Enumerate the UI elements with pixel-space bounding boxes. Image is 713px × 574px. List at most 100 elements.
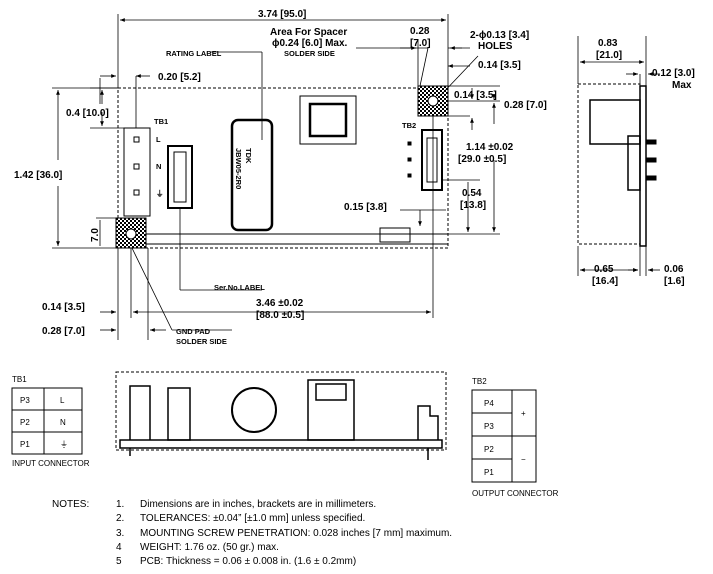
tb1-block [123, 127, 151, 217]
small-component [379, 227, 411, 243]
rating-label-box [230, 118, 274, 232]
tb2-span: 1.14 ±0.02 [466, 142, 514, 153]
side-body-depth: 0.65 [594, 264, 614, 275]
tb2-table-cells: P4 P3 P2 P1 + − OUTPUT CONNECTOR [472, 399, 559, 498]
tb1-table-cells: P3 L P2 N P1 ⏚ INPUT CONNECTOR [12, 396, 90, 468]
tb1-row-1-sig: L [60, 396, 65, 405]
elevation-pcb [119, 439, 443, 449]
hole-pitch: 3.46 ±0.02 [256, 298, 304, 309]
spacer-area-title: Area For Spacer [270, 27, 347, 38]
side-body-depth-mm: [16.4] [592, 276, 618, 287]
side-outline [577, 83, 641, 245]
mounting-hole-top [427, 95, 439, 107]
side-pcb-max: 0.12 [3.0] [652, 68, 695, 79]
note-text: WEIGHT: 1.76 oz. (50 gr.) max. [140, 541, 279, 553]
tb2-bottom-mm: [13.8] [460, 200, 486, 211]
side-depth: 0.83 [598, 38, 618, 49]
component-outline [299, 95, 357, 145]
tb1-row-3-pin: P1 [20, 440, 30, 449]
tb1-row-1-pin: P3 [20, 396, 30, 405]
gnd-pad-tag: GND PAD [176, 327, 211, 336]
solder-side-tag: SOLDER SIDE [176, 337, 227, 346]
tb1-connector-table: TB1 [11, 375, 83, 455]
side-view-labels: 0.83 [21.0] 0.12 [3.0] Max 0.65 [16.4] 0… [592, 38, 695, 287]
tb1-pin-3 [133, 189, 140, 196]
height-dim: 1.42 [36.0] [14, 170, 62, 181]
dimension-lines [52, 14, 500, 340]
tb2-bottom: 0.54 [462, 188, 482, 199]
tb1-row-2-sig: N [60, 418, 66, 427]
tb2-table-title: TB2 [472, 377, 487, 386]
board-outline [117, 87, 449, 249]
tb2-pin-p2: P2 [484, 445, 494, 454]
note-1: NOTES: 1. Dimensions are in inches, brac… [52, 498, 452, 512]
note-3: 3. MOUNTING SCREW PENETRATION: 0.028 inc… [52, 527, 452, 541]
elevation-capacitor [231, 387, 277, 433]
tb2-pin-p1: P1 [484, 468, 494, 477]
tb1-pin-2 [133, 163, 140, 170]
hole-top-dim: 0.14 [3.5] [454, 90, 497, 101]
tb2-tag: TB2 [402, 121, 416, 130]
rating-label-tag: RATING LABEL [166, 49, 222, 58]
spacer-offset-mm: [7.0] [410, 38, 431, 49]
overall-length: 3.74 [95.0] [258, 9, 306, 20]
note-4: 4 WEIGHT: 1.76 oz. (50 gr.) max. [52, 541, 452, 555]
hole-edge-dim: 0.14 [3.5] [478, 60, 521, 71]
top-view [117, 87, 449, 249]
tb1-pin-label-l: L [156, 135, 161, 144]
tb1-row-3-sig: ⏚ [60, 440, 68, 449]
bottom-hole-x: 0.14 [3.5] [42, 302, 85, 313]
holes-word: HOLES [478, 41, 513, 52]
note-5: 5 PCB: Thickness = 0.06 ± 0.008 in. (1.6… [52, 555, 452, 569]
tb2-block [421, 129, 443, 191]
ser-label-tag: Ser.No.LABEL [214, 283, 265, 292]
component-square [308, 102, 348, 138]
rating-label-text-2: TDK [244, 148, 253, 164]
tb2-connector-table: TB2 [471, 377, 537, 483]
holes-spec: 2-ϕ0.13 [3.4] [470, 30, 529, 41]
side-depth-mm: [21.0] [596, 50, 622, 61]
dimension-labels: 3.74 [95.0] Area For Spacer ϕ0.24 [6.0] … [14, 9, 547, 346]
side-pcb [639, 85, 647, 247]
tb1-tag: TB1 [154, 117, 168, 126]
elevation-outline [115, 371, 447, 451]
left-mark: 7.0 [90, 228, 101, 242]
note-text: TOLERANCES: ±0.04” [±1.0 mm] unless spec… [140, 513, 366, 525]
side-component [589, 99, 641, 145]
note-number: 2. [116, 513, 125, 525]
notes-heading: NOTES: [52, 499, 90, 510]
note-text: Dimensions are in inches, brackets are i… [140, 499, 377, 510]
bottom-offset: 0.15 [3.8] [344, 202, 387, 213]
tb1-offset: 0.20 [5.2] [158, 72, 201, 83]
side-pcb-thk: 0.06 [664, 264, 684, 275]
spacer-offset: 0.28 [410, 26, 430, 37]
hole-side-dim: 0.28 [7.0] [504, 100, 547, 111]
hole-pitch-mm: [88.0 ±0.5] [256, 310, 304, 321]
tb2-table-caption: OUTPUT CONNECTOR [472, 489, 559, 498]
side-max-word: Max [672, 80, 692, 91]
note-text: PCB: Thickness = 0.06 ± 0.008 in. (1.6 ±… [140, 556, 357, 568]
tb1-row-2-pin: P2 [20, 418, 30, 427]
elevation-view [115, 371, 447, 460]
tb2-span-mm: [29.0 ±0.5] [458, 154, 506, 165]
tb1-table-title: TB1 [12, 375, 27, 384]
side-view [577, 36, 660, 276]
note-number: 3. [116, 527, 125, 539]
tb1-pin-label-gnd: ⏚ [156, 189, 164, 198]
tb1-pin-label-n: N [156, 162, 161, 171]
note-number: 4 [116, 541, 122, 553]
notes-block: NOTES: 1. Dimensions are in inches, brac… [52, 498, 452, 569]
tb1-table-caption: INPUT CONNECTOR [12, 459, 90, 468]
side-pcb-thk-mm: [1.6] [664, 276, 685, 287]
spacer-area-side: SOLDER SIDE [284, 49, 335, 58]
tb2-minus: − [521, 455, 526, 464]
rating-label-text-1: JBW05-2R0 [234, 148, 243, 189]
tb2-plus: + [521, 409, 526, 418]
top-inset: 0.4 [10.0] [66, 108, 109, 119]
tb2-pin-p4: P4 [484, 399, 494, 408]
tb1-pin-1 [133, 136, 140, 143]
note-text: MOUNTING SCREW PENETRATION: 0.028 inches… [140, 527, 453, 539]
tb2-pin-p3: P3 [484, 422, 494, 431]
mounting-hole-bottom [125, 228, 137, 240]
